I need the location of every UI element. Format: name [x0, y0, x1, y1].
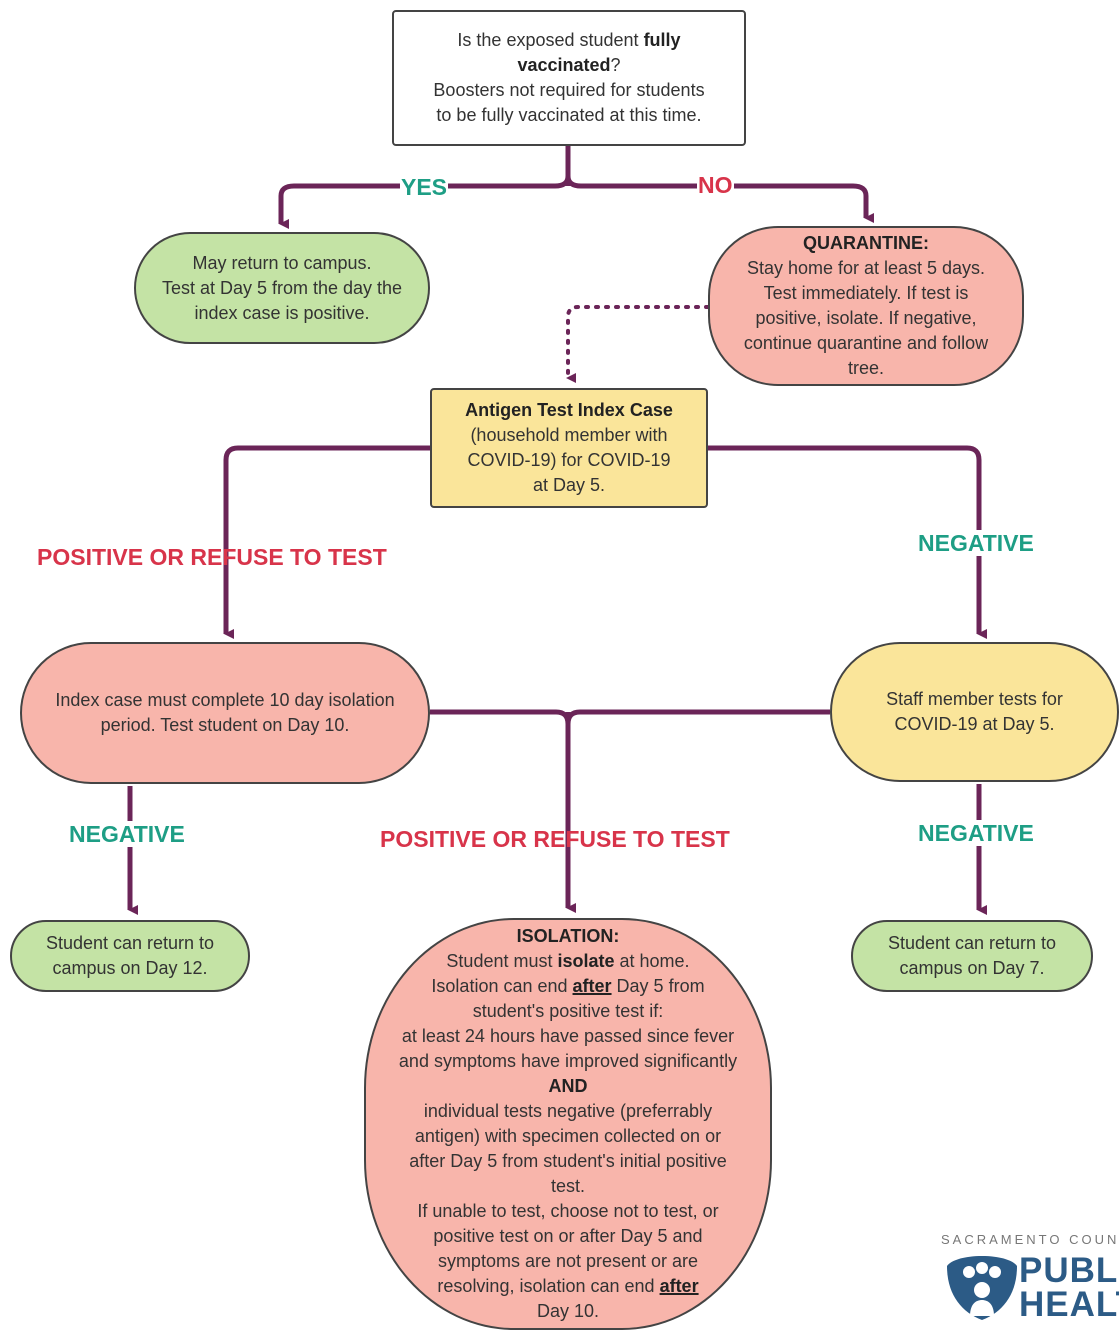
logo-word-health: HEALTH — [1019, 1285, 1119, 1324]
index-isolation-line-2: period. Test student on Day 10. — [100, 715, 350, 735]
connector-antigen-positive — [223, 445, 430, 639]
node-index-case-isolation: Index case must complete 10 day isolatio… — [20, 642, 430, 784]
label-negative-staff: NEGATIVE — [917, 820, 1035, 846]
isolation-and: AND — [548, 1076, 588, 1096]
isolation-line-11: positive test on or after Day 5 and — [433, 1226, 703, 1246]
return-day-12-line-1: Student can return to — [45, 933, 215, 953]
quarantine-line-5: tree. — [847, 358, 885, 378]
return-day-7-line-1: Student can return to — [887, 933, 1057, 953]
may-return-line-1: May return to campus. — [192, 252, 372, 273]
connector-antigen-negative — [708, 445, 987, 639]
node-isolation: ISOLATION: Student must isolate at home.… — [364, 918, 772, 1330]
may-return-line-3: index case is positive. — [194, 302, 370, 323]
connector-quarantine-dotted — [566, 305, 710, 383]
isolation-line-9: test. — [550, 1176, 585, 1196]
isolation-line-4: at least 24 hours have passed since feve… — [401, 1026, 735, 1046]
node-antigen-test-index-case: Antigen Test Index Case (household membe… — [430, 388, 708, 508]
start-line-4: to be fully vaccinated at this time. — [436, 105, 702, 125]
start-line-3: Boosters not required for students — [433, 80, 705, 100]
isolation-line-13: resolving, isolation can end after — [437, 1276, 699, 1296]
isolation-line-7: antigen) with specimen collected on or — [414, 1126, 722, 1146]
quarantine-line-1: Stay home for at least 5 days. — [746, 258, 986, 278]
connector-merge-left — [430, 709, 571, 725]
node-may-return-to-campus: May return to campus. Test at Day 5 from… — [134, 232, 430, 344]
isolation-line-2: Isolation can end after Day 5 from — [431, 976, 705, 996]
label-positive-or-refuse-left: POSITIVE OR REFUSE TO TEST — [37, 544, 387, 570]
connector-merge-right — [565, 709, 830, 725]
node-vaccination-question: Is the exposed student fully vaccinated?… — [392, 10, 746, 146]
quarantine-line-2: Test immediately. If test is — [763, 283, 969, 303]
may-return-line-2: Test at Day 5 from the day the — [161, 277, 403, 298]
isolation-line-8: after Day 5 from student's initial posit… — [409, 1151, 727, 1171]
antigen-line-2: COVID-19) for COVID-19 — [467, 450, 671, 470]
start-line-2: vaccinated? — [517, 55, 621, 75]
node-staff-member-test: Staff member tests for COVID-19 at Day 5… — [830, 642, 1119, 782]
quarantine-line-3: positive, isolate. If negative, — [755, 308, 977, 328]
isolation-line-1: Student must isolate at home. — [446, 951, 690, 971]
people-shield-icon — [947, 1256, 1017, 1320]
isolation-title: ISOLATION: — [516, 926, 620, 946]
public-health-logo: SACRAMENTO COUNTY PUBLIC HEALTH — [935, 1228, 1119, 1324]
node-return-day-12: Student can return to campus on Day 12. — [10, 920, 250, 992]
label-negative-antigen: NEGATIVE — [917, 530, 1035, 556]
isolation-line-10: If unable to test, choose not to test, o… — [417, 1201, 719, 1221]
label-no: NO — [697, 172, 734, 198]
quarantine-line-4: continue quarantine and follow — [743, 333, 989, 353]
start-line-1: Is the exposed student fully — [457, 30, 681, 50]
staff-test-line-1: Staff member tests for — [886, 689, 1063, 709]
return-day-12-line-2: campus on Day 12. — [52, 958, 208, 978]
node-quarantine: QUARANTINE: Stay home for at least 5 day… — [708, 226, 1024, 386]
quarantine-title: QUARANTINE: — [803, 233, 929, 253]
antigen-title: Antigen Test Index Case — [465, 400, 673, 420]
antigen-line-1: (household member with — [470, 425, 668, 445]
index-isolation-line-1: Index case must complete 10 day isolatio… — [55, 690, 395, 710]
connector-no — [565, 175, 874, 223]
isolation-line-14: Day 10. — [536, 1301, 600, 1321]
logo-word-public: PUBLIC — [1019, 1251, 1119, 1290]
label-negative-index: NEGATIVE — [68, 821, 186, 847]
label-positive-or-refuse-center: POSITIVE OR REFUSE TO TEST — [380, 826, 730, 852]
antigen-line-3: at Day 5. — [532, 475, 606, 495]
isolation-line-12: symptoms are not present or are — [437, 1251, 699, 1271]
isolation-line-6: individual tests negative (preferrably — [423, 1101, 713, 1121]
logo-county-text: SACRAMENTO COUNTY — [941, 1232, 1119, 1247]
node-return-day-7: Student can return to campus on Day 7. — [851, 920, 1093, 992]
label-yes: YES — [400, 174, 449, 200]
staff-test-line-2: COVID-19 at Day 5. — [894, 714, 1055, 734]
return-day-7-line-2: campus on Day 7. — [899, 958, 1045, 978]
isolation-line-5: and symptoms have improved significantly — [398, 1051, 738, 1071]
isolation-line-3: student's positive test if: — [472, 1001, 664, 1021]
